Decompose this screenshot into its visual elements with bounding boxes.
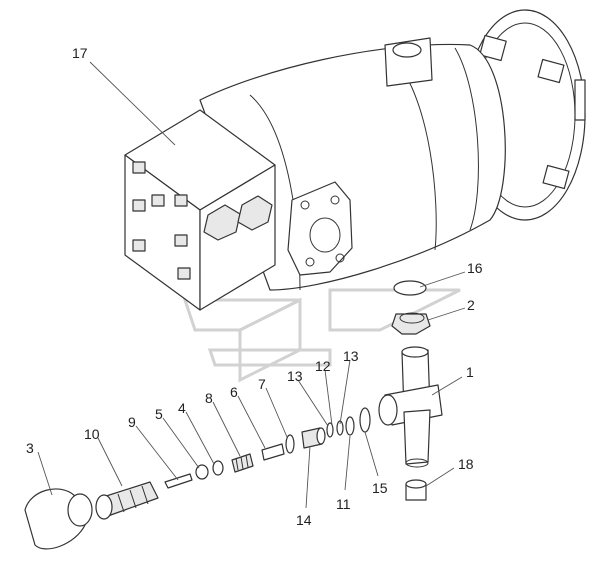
callout-18: 18 [458, 456, 474, 472]
callout-14: 14 [296, 512, 312, 528]
valve-body-10 [95, 481, 159, 520]
cap-3 [24, 488, 93, 550]
callout-15: 15 [372, 480, 388, 496]
callout-1: 1 [466, 364, 474, 380]
cap-18 [405, 479, 427, 501]
callout-11: 11 [336, 496, 351, 512]
callout-7: 7 [258, 376, 266, 392]
ring-7 [285, 434, 295, 454]
callout-12: 12 [315, 358, 331, 374]
ring-15 [359, 407, 371, 433]
callout-10: 10 [84, 426, 100, 442]
hydraulic-motor [124, 9, 586, 311]
callout-13-upper: 13 [343, 348, 359, 364]
o-ring-16 [393, 280, 427, 296]
callout-3: 3 [26, 440, 34, 456]
plunger-6 [261, 443, 285, 461]
callout-8: 8 [205, 390, 213, 406]
callout-17: 17 [72, 45, 88, 61]
callout-6: 6 [230, 384, 238, 400]
callout-labels: 17 16 2 1 12 13 13 7 6 8 4 5 9 10 3 14 1… [26, 45, 483, 528]
ring-12 [336, 420, 344, 436]
callout-4: 4 [178, 400, 186, 416]
ring-13 [326, 422, 334, 438]
washer-4 [212, 460, 224, 476]
callout-2: 2 [467, 297, 475, 313]
callout-16: 16 [467, 260, 483, 276]
tee-fitting-1 [378, 346, 443, 468]
spring-8 [231, 453, 254, 473]
ring-11 [345, 416, 355, 436]
washer-5 [195, 464, 209, 480]
callout-13-lower: 13 [287, 368, 303, 384]
sleeve-14 [301, 427, 326, 449]
needle-9 [164, 473, 193, 489]
callout-5: 5 [155, 406, 163, 422]
callout-9: 9 [128, 414, 136, 430]
nut-2 [391, 312, 431, 335]
leader-lines [37, 61, 466, 509]
